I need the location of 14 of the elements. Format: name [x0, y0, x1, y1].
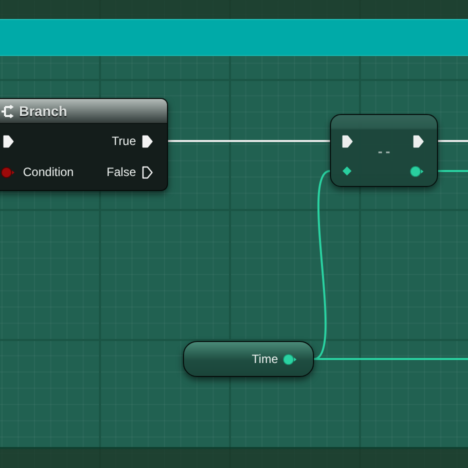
pin-label: True	[112, 134, 136, 148]
wire	[438, 170, 468, 172]
pin-label: False	[106, 165, 136, 179]
graph-node	[183, 341, 314, 377]
wire	[438, 140, 468, 142]
operator-label: --	[376, 143, 394, 159]
node-title: Branch	[19, 103, 68, 119]
graph-node	[330, 114, 438, 187]
pin-label: Condition	[23, 165, 74, 179]
wire	[168, 140, 330, 142]
wire	[314, 170, 330, 360]
wire	[314, 358, 468, 360]
graph-node	[0, 98, 168, 191]
pin-label: Time	[252, 352, 278, 366]
